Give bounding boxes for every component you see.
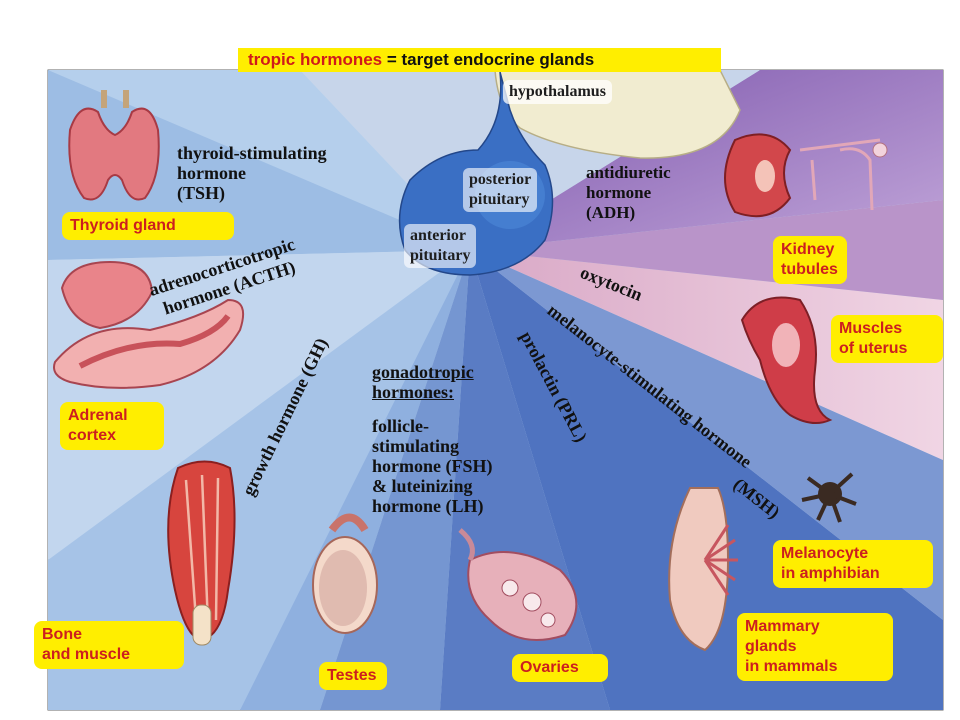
- melanocyte-line-1: Melanocyte: [781, 545, 869, 562]
- mammary-line-2: glands: [745, 638, 797, 655]
- posterior-pituitary-line-1: posterior: [469, 171, 532, 188]
- fsh-lh-line-4: & luteinizing: [372, 476, 473, 496]
- posterior-pituitary-label: posterior pituitary: [463, 168, 538, 212]
- bone-muscle-line-1: Bone: [42, 626, 82, 643]
- melanocyte-line-2: in amphibian: [781, 565, 880, 582]
- ovary-icon: [458, 528, 578, 641]
- tsh-label: thyroid-stimulating hormone (TSH): [177, 143, 327, 203]
- ovaries-label: Ovaries: [512, 654, 608, 682]
- kidney-tubules-label: Kidney tubules: [773, 236, 847, 284]
- gonadotropic-heading: gonadotropic hormones:: [372, 362, 474, 402]
- mammary-line-3: in mammals: [745, 658, 838, 675]
- melanocyte-icon: [801, 472, 857, 523]
- posterior-pituitary-line-2: pituitary: [469, 191, 530, 208]
- tsh-line-1: thyroid-stimulating: [177, 143, 327, 163]
- anterior-pituitary-label: anterior pituitary: [404, 224, 477, 268]
- thyroid-gland-label: Thyroid gland: [62, 212, 234, 240]
- anterior-pituitary-line-2: pituitary: [410, 247, 471, 264]
- adrenal-cortex-label: Adrenal cortex: [60, 402, 164, 450]
- fsh-lh-line-2: stimulating: [372, 436, 460, 456]
- muscle-bone-icon: [167, 460, 236, 646]
- adh-line-1: antidiuretic: [586, 163, 671, 182]
- hypothalamus-label: hypothalamus: [503, 80, 612, 104]
- anterior-pituitary-line-1: anterior: [410, 227, 466, 244]
- fsh-lh-line-5: hormone (LH): [372, 496, 484, 516]
- adrenal-line-2: cortex: [68, 427, 117, 444]
- uterus-label: Muscles of uterus: [831, 315, 943, 363]
- uterus-line-2: of uterus: [839, 340, 908, 357]
- page-title: tropic hormones = target endocrine gland…: [238, 48, 721, 72]
- gonadotropic-line-2: hormones:: [372, 382, 454, 402]
- kidney-line-1: Kidney: [781, 241, 835, 258]
- bone-muscle-label: Bone and muscle: [34, 621, 184, 669]
- fsh-lh-label: follicle- stimulating hormone (FSH) & lu…: [372, 416, 493, 516]
- testes-label: Testes: [319, 662, 387, 690]
- bone-muscle-line-2: and muscle: [42, 646, 131, 663]
- adh-label: antidiuretic hormone (ADH): [586, 163, 671, 223]
- title-prefix: tropic hormones: [248, 50, 383, 69]
- testis-icon: [312, 513, 378, 634]
- mammary-line-1: Mammary: [745, 618, 820, 635]
- tsh-line-3: (TSH): [177, 183, 226, 203]
- thyroid-gland-icon: [68, 90, 160, 201]
- melanocyte-label: Melanocyte in amphibian: [773, 540, 933, 588]
- adh-line-2: hormone: [586, 183, 652, 202]
- uterus-line-1: Muscles: [839, 320, 903, 337]
- adrenal-gland-icon: [53, 260, 244, 389]
- gonadotropic-line-1: gonadotropic: [372, 362, 474, 382]
- adrenal-line-1: Adrenal: [68, 407, 128, 424]
- kidney-icon: [724, 133, 888, 218]
- mammary-glands-label: Mammary glands in mammals: [737, 613, 893, 681]
- fsh-lh-line-3: hormone (FSH): [372, 456, 493, 476]
- tsh-line-2: hormone: [177, 163, 246, 183]
- mammary-gland-icon: [668, 487, 738, 652]
- adh-line-3: (ADH): [586, 203, 636, 222]
- uterus-icon: [740, 296, 833, 425]
- title-suffix: = target endocrine glands: [382, 50, 595, 69]
- kidney-line-2: tubules: [781, 261, 838, 278]
- fsh-lh-line-1: follicle-: [372, 416, 429, 436]
